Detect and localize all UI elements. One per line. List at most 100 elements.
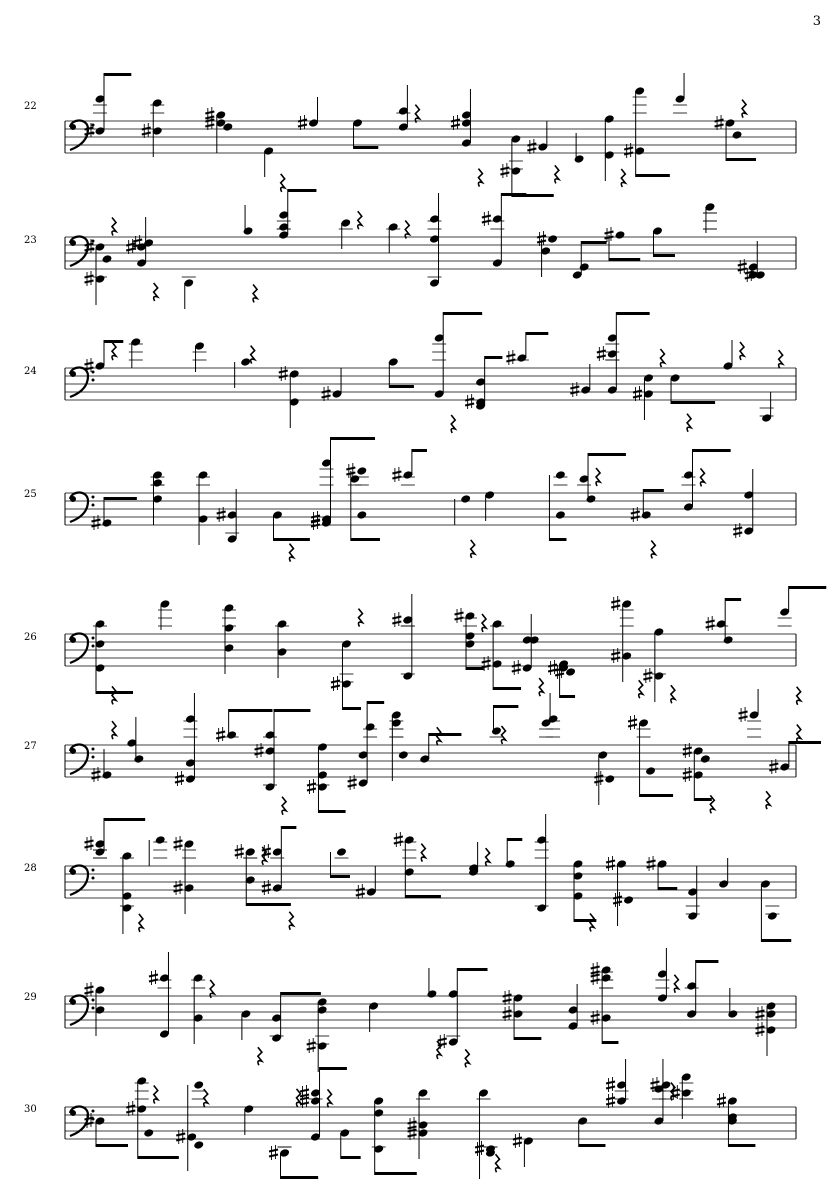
notehead	[309, 119, 319, 127]
notehead	[216, 119, 226, 127]
notehead	[353, 119, 363, 127]
rest-icon	[251, 283, 260, 303]
sharp-stroke	[605, 864, 616, 869]
clef-dot	[91, 998, 95, 1002]
notehead	[465, 640, 475, 648]
sharp-stroke	[512, 1136, 523, 1141]
notehead	[643, 374, 653, 382]
sharp-stroke	[590, 1013, 600, 1018]
beam	[228, 709, 273, 712]
sharp-stroke	[355, 892, 366, 897]
rest-icon	[295, 1088, 303, 1108]
notehead	[289, 398, 299, 406]
sharp-icon	[605, 1093, 616, 1108]
sharp-stroke	[215, 735, 226, 740]
notehead	[279, 211, 289, 219]
sharp-stroke	[310, 514, 321, 519]
notehead	[289, 370, 299, 378]
rest-icon	[685, 413, 694, 433]
sharp-stroke	[605, 1080, 616, 1085]
notehead	[723, 636, 733, 644]
sharp-icon	[261, 880, 272, 895]
sharp-icon	[682, 767, 693, 782]
beam	[104, 73, 132, 76]
sharp-icon	[506, 350, 516, 365]
notehead	[434, 334, 444, 342]
sharp-stroke	[141, 131, 151, 136]
notehead	[624, 896, 634, 904]
notehead	[332, 390, 342, 398]
sharp-icon	[481, 211, 492, 226]
rest-icon	[288, 911, 296, 931]
sharp-icon	[769, 759, 779, 774]
notehead	[574, 155, 584, 163]
measure-number: 27	[24, 741, 37, 752]
rest-icon	[795, 724, 804, 743]
notehead	[159, 1030, 169, 1038]
notehead	[95, 640, 105, 648]
sharp-stroke	[297, 118, 308, 123]
sharp-stroke	[570, 390, 580, 395]
clef-curve	[68, 743, 90, 776]
notehead	[646, 767, 656, 775]
sharp-icon	[611, 648, 621, 663]
sharp-stroke	[84, 247, 94, 252]
rest-icon	[738, 341, 747, 361]
sharp-stroke	[437, 1042, 447, 1047]
sharp-stroke	[310, 523, 321, 528]
notehead	[122, 892, 132, 900]
sharp-stroke	[611, 651, 621, 656]
beam	[280, 992, 321, 995]
sharp-icon	[611, 596, 621, 611]
notehead	[492, 259, 502, 267]
sharp-stroke	[393, 835, 404, 840]
sharp-icon	[502, 990, 512, 1005]
rest-icon	[435, 1040, 444, 1060]
beam	[695, 960, 719, 963]
rest-icon	[110, 217, 119, 236]
notehead	[95, 95, 105, 103]
sharp-icon	[174, 771, 185, 786]
sharp-stroke	[650, 1080, 660, 1085]
notehead	[95, 986, 105, 994]
sharp-stroke	[570, 385, 580, 390]
sharp-icon	[705, 616, 715, 631]
beam	[342, 707, 361, 710]
notehead	[398, 123, 408, 131]
sharp-stroke	[261, 847, 272, 852]
notehead	[152, 127, 162, 135]
sharp-stroke	[502, 1014, 512, 1019]
measure-number: 28	[24, 863, 37, 874]
notehead	[448, 990, 458, 998]
notehead	[465, 632, 475, 640]
rest-icon	[357, 608, 365, 627]
sharp-stroke	[278, 374, 288, 379]
notehead	[366, 888, 376, 896]
rest-icon	[494, 1153, 502, 1173]
sharp-icon	[738, 707, 748, 722]
sharp-stroke	[502, 993, 512, 998]
notehead	[391, 711, 401, 719]
sharp-stroke	[502, 998, 512, 1003]
notehead	[153, 495, 162, 503]
sharp-icon	[632, 386, 643, 401]
beam	[104, 818, 146, 821]
notehead	[322, 459, 331, 467]
notehead	[369, 1002, 379, 1010]
sharp-stroke	[254, 746, 264, 751]
beam	[609, 258, 641, 261]
rest-icon	[152, 282, 160, 302]
beam	[643, 489, 664, 492]
sharp-icon	[84, 982, 94, 997]
notehead	[579, 263, 589, 271]
sharp-stroke	[755, 1009, 765, 1014]
sharp-stroke	[611, 656, 621, 661]
notehead	[430, 279, 440, 287]
sharp-icon	[355, 884, 366, 899]
sharp-stroke	[347, 778, 357, 783]
sharp-stroke	[91, 518, 101, 523]
bass-clef-icon	[68, 632, 95, 665]
notehead	[341, 219, 351, 227]
notehead	[617, 1081, 627, 1089]
sharp-stroke	[481, 664, 491, 669]
